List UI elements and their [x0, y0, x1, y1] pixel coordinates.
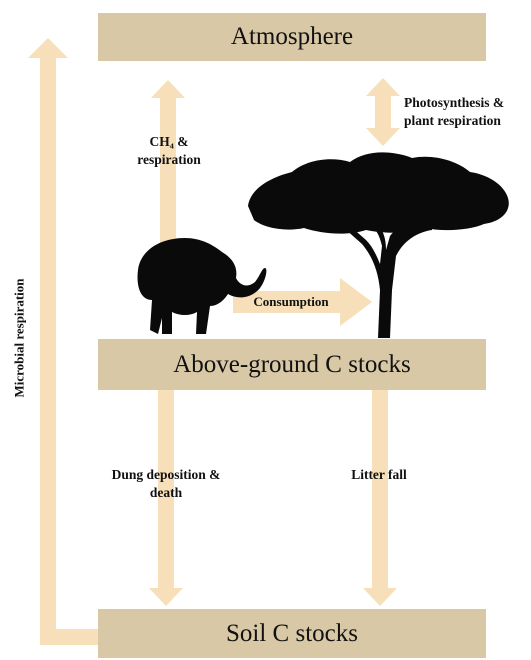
photo-label-line2: plant respiration — [404, 112, 531, 130]
dung-label-line1: Dung deposition & — [86, 466, 246, 484]
dung-label-line2: death — [86, 484, 246, 502]
dung-deposition-label: Dung deposition & death — [86, 466, 246, 501]
atmosphere-label: Atmosphere — [231, 23, 353, 51]
litter-fall-arrow — [363, 390, 397, 606]
atmosphere-box: Atmosphere — [98, 13, 486, 61]
litter-fall-label: Litter fall — [334, 466, 424, 484]
ch4-label-line2: respiration — [124, 151, 214, 169]
microbial-respiration-label: Microbial respiration — [12, 278, 29, 397]
above-ground-label: Above-ground C stocks — [173, 351, 410, 379]
consumption-label: Consumption — [236, 294, 346, 311]
above-ground-c-stocks-box: Above-ground C stocks — [98, 339, 486, 390]
soil-label: Soil C stocks — [226, 620, 358, 648]
ch4-label-line1: CH₄ & — [124, 133, 214, 151]
photosynthesis-label: Photosynthesis & plant respiration — [404, 94, 531, 129]
photosynthesis-double-arrow — [366, 78, 400, 146]
photo-label-line1: Photosynthesis & — [404, 94, 531, 112]
ch4-respiration-label: CH₄ & respiration — [124, 133, 214, 168]
ch4-respiration-arrow — [151, 80, 185, 266]
soil-c-stocks-box: Soil C stocks — [98, 609, 486, 658]
microbial-respiration-arrow — [28, 38, 98, 645]
elephant-silhouette-icon — [138, 238, 267, 334]
